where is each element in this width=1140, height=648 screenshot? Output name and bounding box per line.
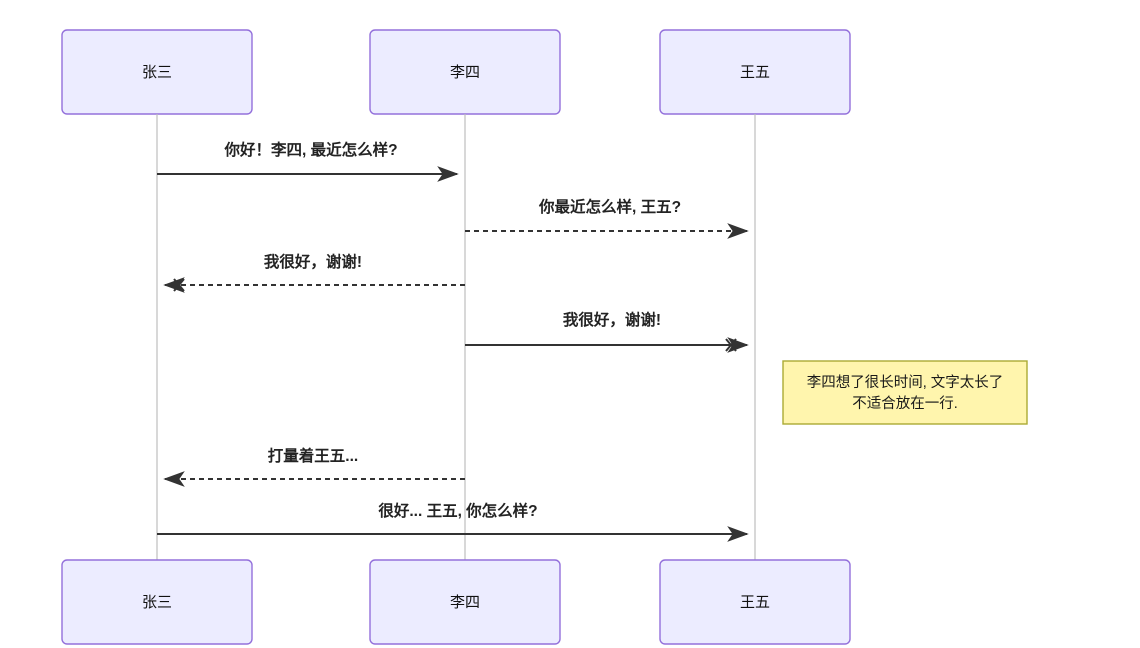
- message-4[interactable]: 我很好，谢谢!: [465, 310, 749, 353]
- actor-bottom-wangwu[interactable]: 王五: [659, 559, 851, 645]
- message-4-label: 我很好，谢谢!: [563, 310, 661, 329]
- message-2[interactable]: 你最近怎么样, 王五?: [465, 197, 749, 239]
- message-3-cross-icon: [173, 278, 185, 292]
- message-5[interactable]: 打量着王五...: [163, 446, 465, 487]
- message-1[interactable]: 你好！李四, 最近怎么样?: [157, 140, 459, 182]
- actor-boxes-top: 张三 李四 王五: [61, 29, 851, 115]
- actor-box-rect: [61, 559, 253, 645]
- message-6[interactable]: 很好... 王五, 你怎么样?: [157, 501, 749, 542]
- note-line-2: 不适合放在一行.: [852, 395, 958, 412]
- actor-bottom-zhangsan[interactable]: 张三: [61, 559, 253, 645]
- actor-top-label-lisi: 李四: [450, 64, 480, 81]
- actor-top-label-wangwu: 王五: [740, 64, 770, 81]
- message-6-label: 很好... 王五, 你怎么样?: [378, 501, 537, 520]
- actor-bottom-label-zhangsan: 张三: [142, 594, 172, 611]
- lifelines: [156, 114, 756, 560]
- actor-bottom-label-wangwu: 王五: [740, 594, 770, 611]
- note-box-rect: [782, 360, 1028, 425]
- message-4-cross-icon: [725, 338, 737, 352]
- message-1-label: 你好！李四, 最近怎么样?: [223, 140, 397, 159]
- note-lisi-thinking[interactable]: 李四想了很长时间, 文字太长了 不适合放在一行.: [782, 360, 1028, 425]
- message-5-label: 打量着王五...: [268, 446, 358, 465]
- messages: 你好！李四, 最近怎么样? 你最近怎么样, 王五? 我很好，谢谢! 我很好，谢谢…: [157, 140, 749, 542]
- note-line-1: 李四想了很长时间, 文字太长了: [807, 374, 1004, 391]
- actor-top-wangwu[interactable]: 王五: [659, 29, 851, 115]
- message-2-label: 你最近怎么样, 王五?: [538, 197, 681, 216]
- message-3-label: 我很好，谢谢!: [264, 252, 362, 271]
- actor-boxes-bottom: 张三 李四 王五: [61, 559, 851, 645]
- actor-box-rect: [659, 559, 851, 645]
- actor-bottom-label-lisi: 李四: [450, 594, 480, 611]
- actor-top-lisi[interactable]: 李四: [369, 29, 561, 115]
- actor-box-rect: [369, 559, 561, 645]
- actor-top-zhangsan[interactable]: 张三: [61, 29, 253, 115]
- message-3[interactable]: 我很好，谢谢!: [163, 252, 465, 293]
- actor-top-label-zhangsan: 张三: [142, 64, 172, 81]
- actor-bottom-lisi[interactable]: 李四: [369, 559, 561, 645]
